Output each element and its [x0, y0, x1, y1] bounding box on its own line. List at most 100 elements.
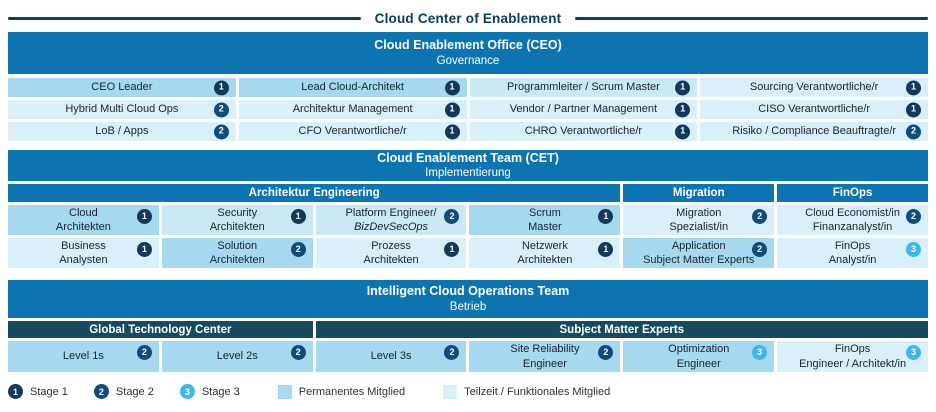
- cell-label: Level 2s: [216, 350, 258, 363]
- cell-lob-apps: LoB / Apps 2: [8, 122, 236, 141]
- cell-label: FinOps: [834, 239, 871, 252]
- cell-label: Risiko / Compliance Beauftragte/r: [732, 125, 897, 138]
- cell-label: Migration: [676, 206, 722, 219]
- cell-label: Business: [61, 239, 106, 252]
- stage-badge: 1: [906, 102, 921, 117]
- cell-hybrid-multi-cloud-ops: Hybrid Multi Cloud Ops 2: [8, 100, 236, 119]
- stage-badge: 1: [213, 80, 229, 95]
- cell-solution-architekten: Solution Architekten 2: [161, 238, 313, 268]
- cell-label: Level 1s: [62, 350, 104, 363]
- cell-label: CISO Verantwortliche/r: [758, 103, 871, 116]
- section-header-ceo: Cloud Enablement Office (CEO) Governance: [8, 32, 928, 74]
- cell-label: Level 3s: [370, 350, 412, 363]
- cell-label: Security: [217, 206, 258, 219]
- stage-badge: 2: [752, 242, 768, 257]
- cell-label: Scrum: [529, 206, 561, 219]
- cell-label: Engineer / Architekt/in: [799, 357, 907, 370]
- section-title: Intelligent Cloud Operations Team: [366, 284, 570, 299]
- stage-3-badge-icon: 3: [179, 384, 195, 399]
- cell-level-3s: Level 3s 2: [315, 341, 467, 372]
- stage-badge: 1: [598, 242, 614, 257]
- stage-badge: 1: [444, 102, 460, 117]
- cet-grid: Cloud Architekten 1 Security Architekten…: [8, 205, 928, 268]
- stage-badge: 1: [444, 80, 460, 95]
- cell-label: Spezialist/in: [669, 221, 729, 233]
- icot-grid: Level 1s 2 Level 2s 2 Level 3s 2 Site Re…: [8, 341, 928, 372]
- stage-badge: 1: [675, 80, 691, 95]
- cell-netzwerk-architekten: Netzwerk Architekten 1: [469, 238, 621, 268]
- stage-badge: 1: [136, 242, 152, 257]
- cell-label: Lead Cloud-Architekt: [301, 81, 404, 94]
- group-header-finops: FinOps: [777, 184, 928, 202]
- cell-label: BizDevSecOps: [354, 221, 429, 233]
- cell-label: Finanzanalyst/in: [812, 221, 893, 233]
- legend-label: Permanentes Mitglied: [298, 385, 406, 398]
- cell-label: Sourcing Verantwortliche/r: [749, 81, 879, 94]
- legend: 1 Stage 1 2 Stage 2 3 Stage 3 Permanente…: [8, 384, 928, 399]
- cell-level-2s: Level 2s 2: [161, 341, 313, 372]
- cell-cloud-economist-finanzanalyst: Cloud Economist/in Finanzanalyst/in 2: [777, 205, 928, 235]
- cell-label: Architekten: [55, 221, 111, 233]
- stage-badge: 2: [444, 209, 460, 224]
- icot-group-row: Global Technology Center Subject Matter …: [8, 321, 928, 338]
- cell-ciso-verantwortliche: CISO Verantwortliche/r 1: [700, 100, 928, 119]
- cell-platform-engineer-bizdevsecops: Platform Engineer/ BizDevSecOps 2: [315, 205, 467, 235]
- stage-badge: 1: [906, 80, 921, 95]
- stage-badge: 1: [444, 242, 460, 257]
- permanent-swatch-icon: [277, 384, 292, 399]
- cell-migration-spezialist: Migration Spezialist/in 2: [623, 205, 775, 235]
- legend-label: Teilzeit / Funktionales Mitglied: [464, 385, 611, 398]
- cell-label: Platform Engineer/: [345, 206, 437, 219]
- cell-label: Engineer: [676, 357, 721, 370]
- cell-label: FinOps: [834, 343, 871, 356]
- cell-label: Prozess: [371, 239, 411, 252]
- cell-label: LoB / Apps: [95, 125, 149, 138]
- cell-vendor-partner-management: Vendor / Partner Management 1: [469, 100, 698, 119]
- stage-badge: 2: [290, 345, 306, 360]
- stage-badge: 2: [213, 124, 229, 139]
- cell-prozess-architekten: Prozess Architekten 1: [315, 238, 467, 268]
- ceo-grid: CEO Leader 1 Lead Cloud-Architekt 1 Prog…: [8, 78, 928, 141]
- cell-label: Engineer: [522, 357, 567, 370]
- cell-scrum-master: Scrum Master 1: [469, 205, 621, 235]
- cell-label: Subject Matter Experts: [643, 254, 755, 266]
- section-title: Cloud Enablement Team (CET): [377, 150, 559, 165]
- stage-badge: 1: [675, 102, 691, 117]
- stage-badge: 2: [213, 102, 229, 117]
- group-header-migration: Migration: [623, 184, 775, 202]
- cell-label: Analysten: [59, 254, 108, 266]
- stage-badge: 2: [598, 345, 614, 360]
- cell-finops-engineer-architekt: FinOps Engineer / Architekt/in 3: [777, 341, 928, 372]
- cell-label: CHRO Verantwortliche/r: [524, 125, 643, 138]
- teilzeit-swatch-icon: [443, 384, 458, 399]
- legend-stage-1: 1 Stage 1: [8, 384, 68, 399]
- stage-badge: 1: [290, 209, 306, 224]
- cell-label: Architektur Management: [292, 103, 413, 116]
- cell-label: Master: [528, 221, 562, 233]
- section-subtitle: Betrieb: [449, 300, 487, 313]
- cell-label: Analyst/in: [828, 254, 877, 266]
- stage-badge: 1: [675, 124, 691, 139]
- cell-label: Cloud Economist/in: [805, 206, 900, 219]
- group-header-global-technology-center: Global Technology Center: [8, 321, 313, 338]
- cell-label: Application: [671, 239, 726, 252]
- group-header-subject-matter-experts: Subject Matter Experts: [315, 321, 928, 338]
- section-header-cet: Cloud Enablement Team (CET) Implementier…: [8, 150, 928, 181]
- legend-stage-3: 3 Stage 3: [179, 384, 240, 399]
- stage-badge: 2: [752, 209, 768, 224]
- cell-label: Optimization: [668, 343, 730, 356]
- cell-site-reliability-engineer: Site Reliability Engineer 2: [469, 341, 621, 372]
- section-title: Cloud Enablement Office (CEO): [374, 38, 562, 53]
- cell-chro-verantwortliche: CHRO Verantwortliche/r 1: [469, 122, 698, 141]
- page-title: Cloud Center of Enablement: [374, 10, 562, 26]
- cell-level-1s: Level 1s 2: [8, 341, 159, 372]
- cell-label: Hybrid Multi Cloud Ops: [65, 103, 179, 116]
- cell-ceo-leader: CEO Leader 1: [8, 78, 236, 97]
- cell-risiko-compliance-beauftragte: Risiko / Compliance Beauftragte/r 2: [700, 122, 928, 141]
- stage-badge: 3: [905, 345, 921, 360]
- stage-1-badge-icon: 1: [8, 384, 23, 399]
- cell-label: Architekten: [209, 254, 265, 266]
- cell-optimization-engineer: Optimization Engineer 3: [623, 341, 775, 372]
- group-header-architektur-engineering: Architektur Engineering: [8, 184, 621, 202]
- stage-badge: 2: [290, 242, 306, 257]
